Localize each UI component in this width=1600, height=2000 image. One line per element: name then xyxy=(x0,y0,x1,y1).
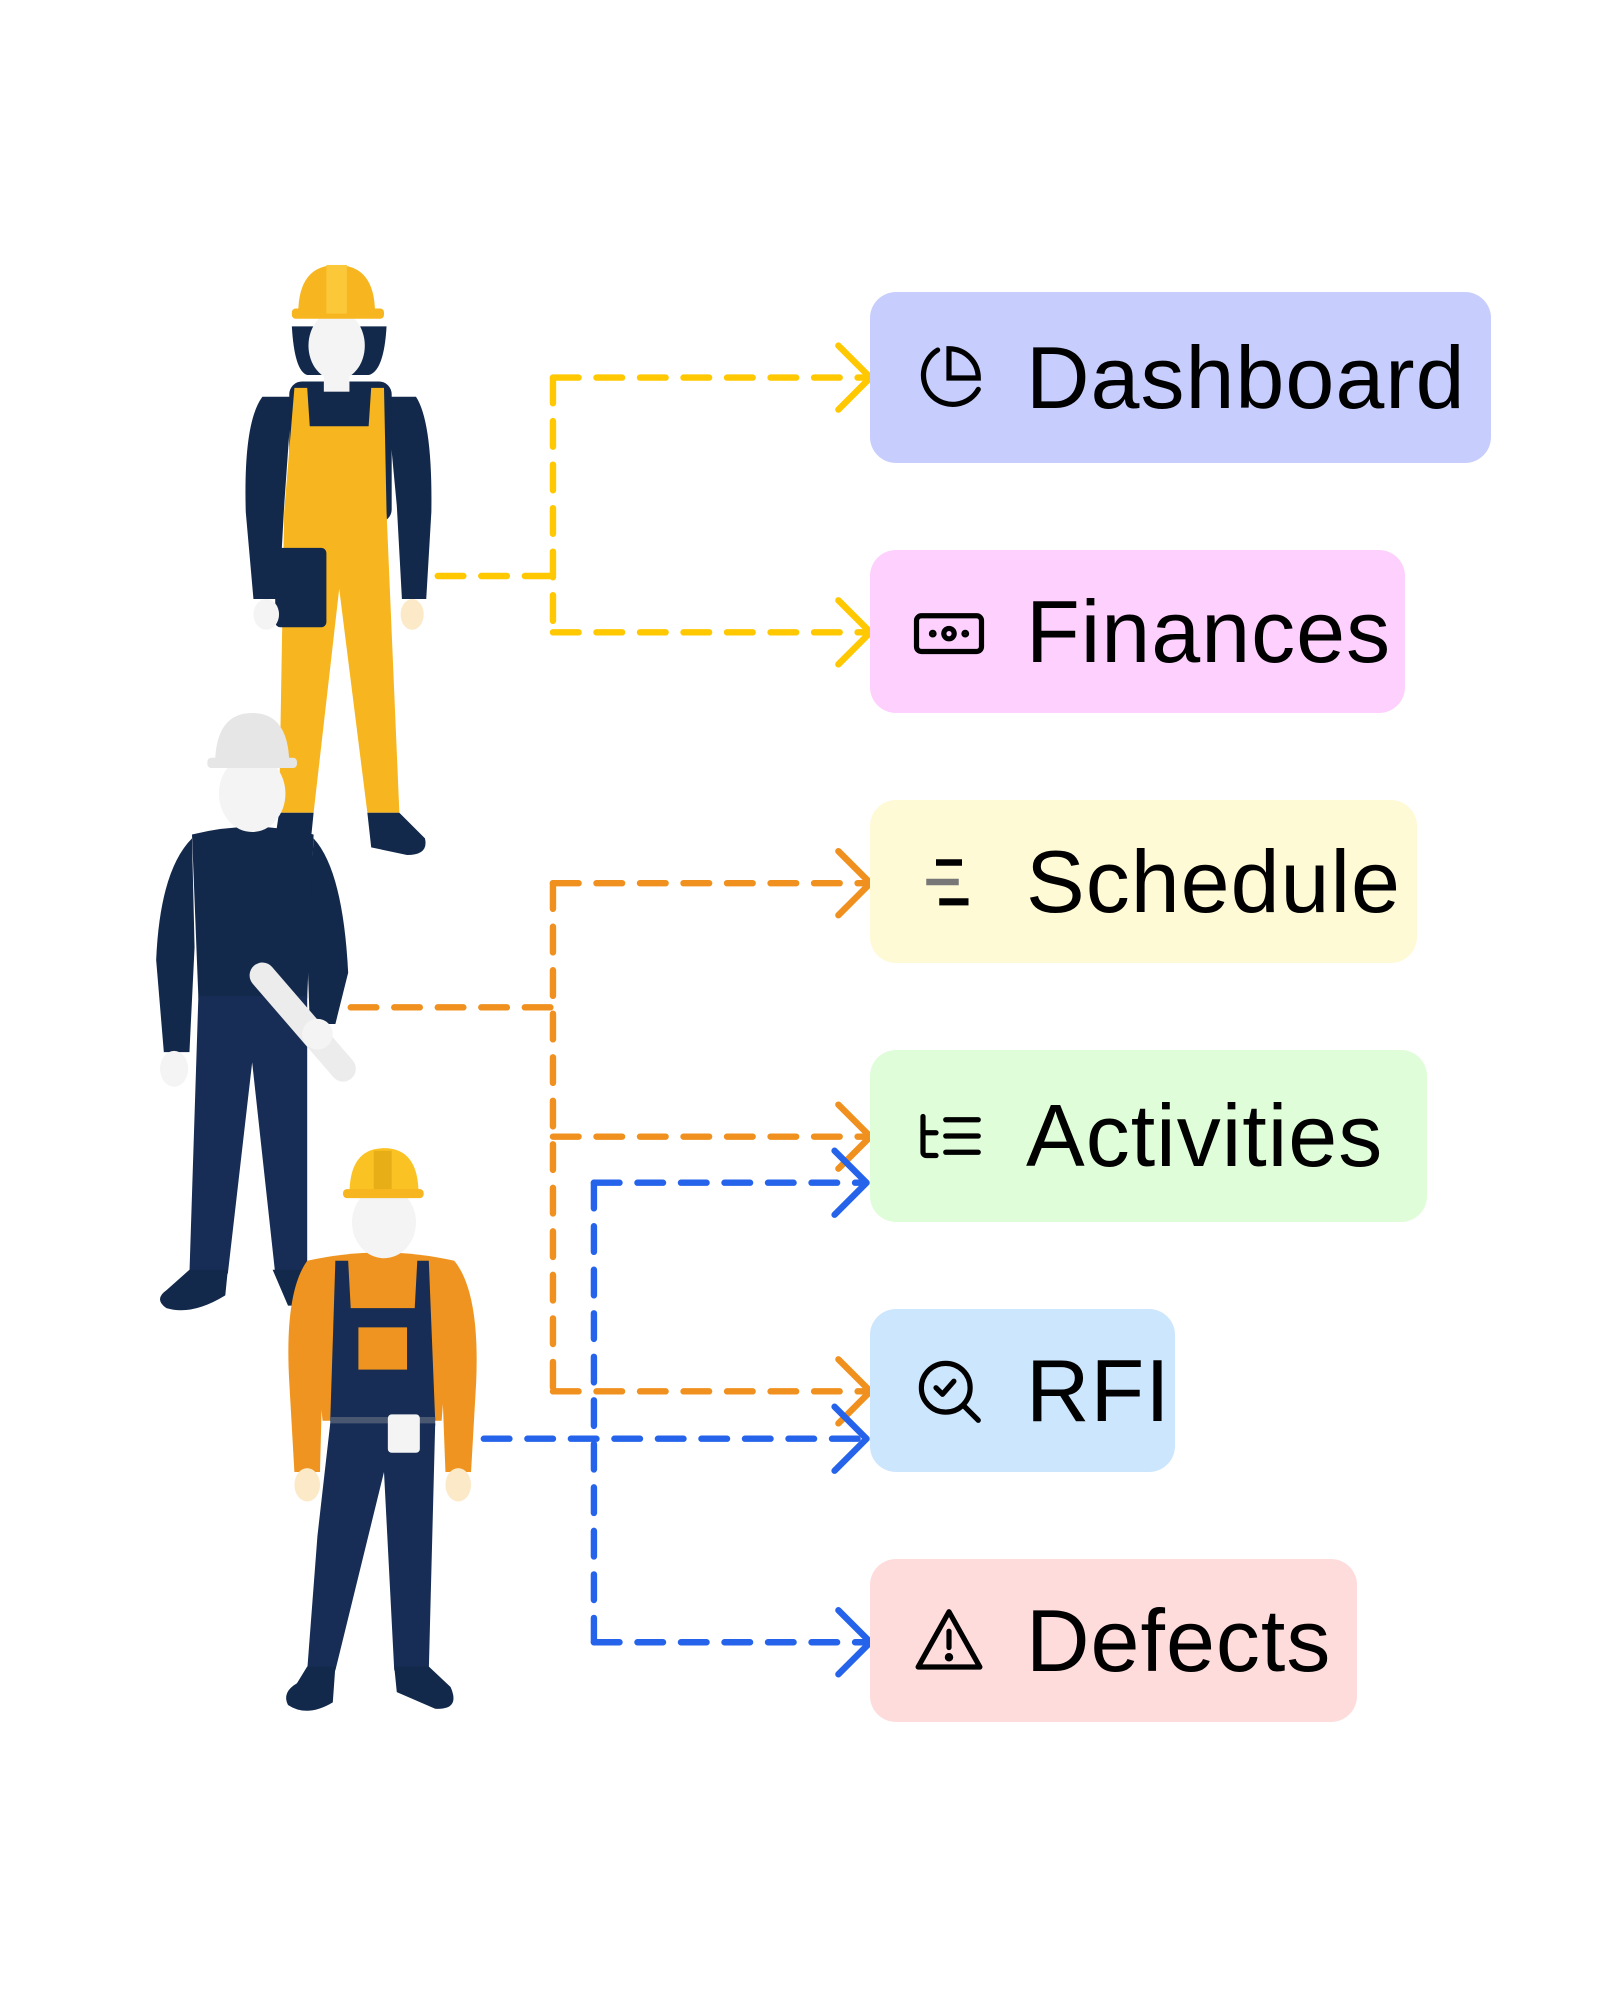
arrow-icon xyxy=(831,1403,870,1474)
search-check-icon xyxy=(918,1360,981,1423)
connector-yellow xyxy=(434,342,874,668)
module-schedule[interactable]: Schedule xyxy=(870,800,1417,963)
module-label: Defects xyxy=(1026,1590,1332,1690)
module-defects[interactable]: Defects xyxy=(870,1559,1357,1722)
arrow-icon xyxy=(831,1147,870,1218)
module-rfi[interactable]: RFI xyxy=(870,1309,1175,1472)
pie-chart-icon xyxy=(920,345,981,407)
list-tree-icon xyxy=(920,1113,981,1159)
worker-orange xyxy=(286,1148,477,1711)
worker-navy xyxy=(156,712,356,1311)
banknote-icon xyxy=(913,612,985,654)
module-label: Schedule xyxy=(1026,831,1401,931)
worker-yellow-overalls xyxy=(245,264,432,856)
module-label: Activities xyxy=(1026,1086,1384,1185)
module-finances[interactable]: Finances xyxy=(870,550,1405,713)
module-label: RFI xyxy=(1026,1340,1171,1440)
module-dashboard[interactable]: Dashboard xyxy=(870,292,1491,463)
module-label: Dashboard xyxy=(1026,327,1466,427)
warning-triangle-icon xyxy=(915,1608,983,1670)
module-label: Finances xyxy=(1026,581,1392,681)
connector-blue xyxy=(480,1147,874,1678)
module-activities[interactable]: Activities xyxy=(870,1050,1427,1222)
schedule-bars-icon xyxy=(926,858,969,905)
